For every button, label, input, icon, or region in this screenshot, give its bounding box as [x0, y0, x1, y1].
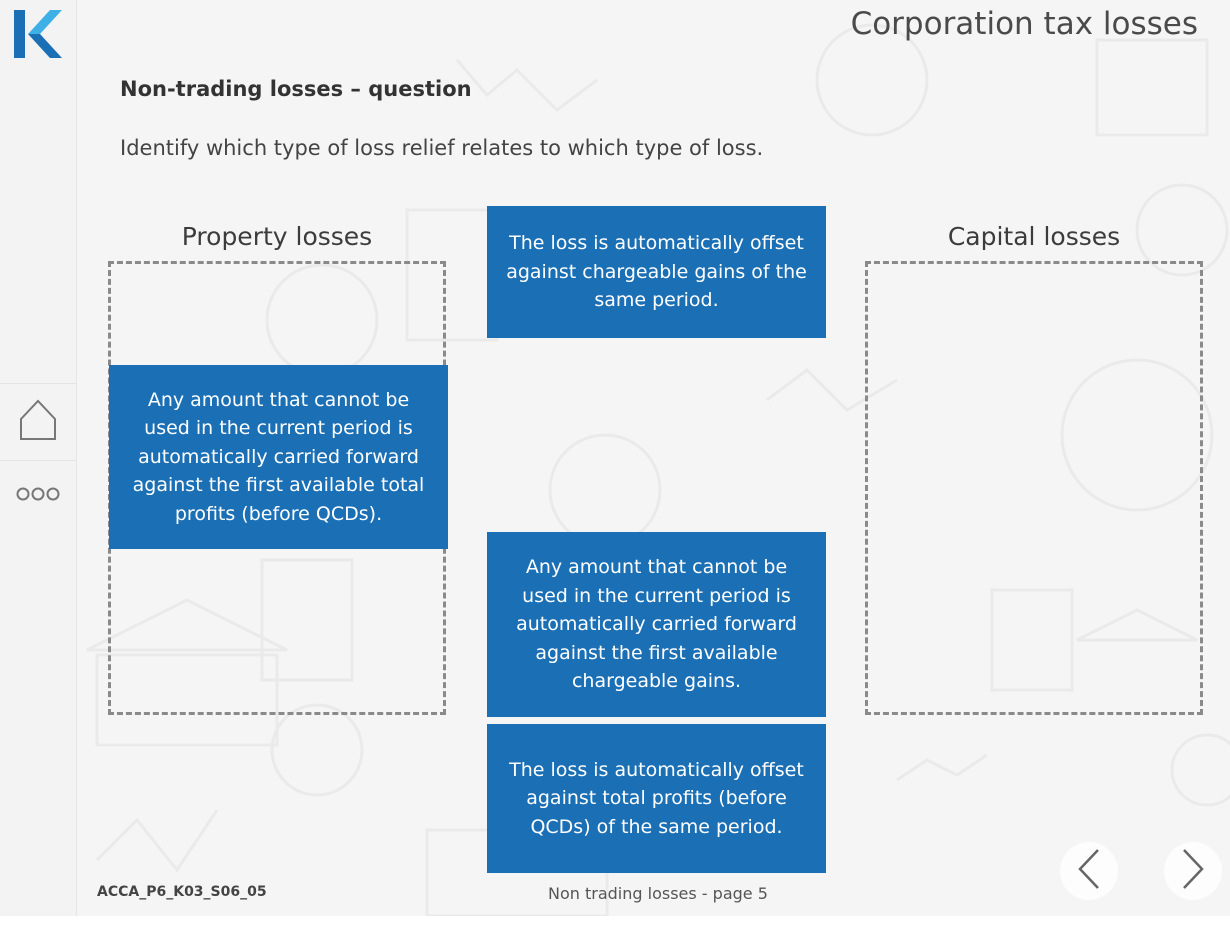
chevron-right-icon — [1180, 848, 1206, 894]
background-pattern — [86, 23, 1230, 916]
sidebar — [0, 0, 77, 916]
page-indicator: Non trading losses - page 5 — [548, 884, 768, 903]
chevron-left-icon — [1076, 848, 1102, 894]
loss-relief-card[interactable]: Any amount that cannot be used in the cu… — [487, 532, 826, 717]
property-losses-label: Property losses — [181, 222, 373, 251]
card-text: The loss is automatically offset against… — [506, 232, 807, 312]
slide-code: ACCA_P6_K03_S06_05 — [97, 884, 267, 900]
question-heading: Non-trading losses – question — [120, 77, 472, 101]
capital-losses-label: Capital losses — [947, 222, 1121, 251]
question-instructions: Identify which type of loss relief relat… — [120, 136, 764, 160]
loss-relief-card[interactable]: Any amount that cannot be used in the cu… — [109, 365, 448, 549]
loss-relief-card[interactable]: The loss is automatically offset against… — [487, 724, 826, 873]
more-dots-icon — [16, 486, 60, 505]
card-text: The loss is automatically offset against… — [509, 758, 804, 838]
more-options-button[interactable] — [0, 460, 76, 530]
home-icon — [19, 399, 57, 445]
kaplan-k-logo — [14, 10, 64, 60]
capital-losses-drop-zone[interactable] — [865, 261, 1203, 715]
previous-page-button[interactable] — [1060, 842, 1118, 900]
next-page-button[interactable] — [1164, 842, 1222, 900]
home-button[interactable] — [0, 383, 76, 461]
page-title: Corporation tax losses — [850, 6, 1198, 42]
card-text: Any amount that cannot be used in the cu… — [516, 556, 797, 693]
card-text: Any amount that cannot be used in the cu… — [132, 388, 425, 525]
loss-relief-card[interactable]: The loss is automatically offset against… — [487, 206, 826, 338]
slide-content: Corporation tax losses Non-trading losse… — [77, 0, 1230, 916]
